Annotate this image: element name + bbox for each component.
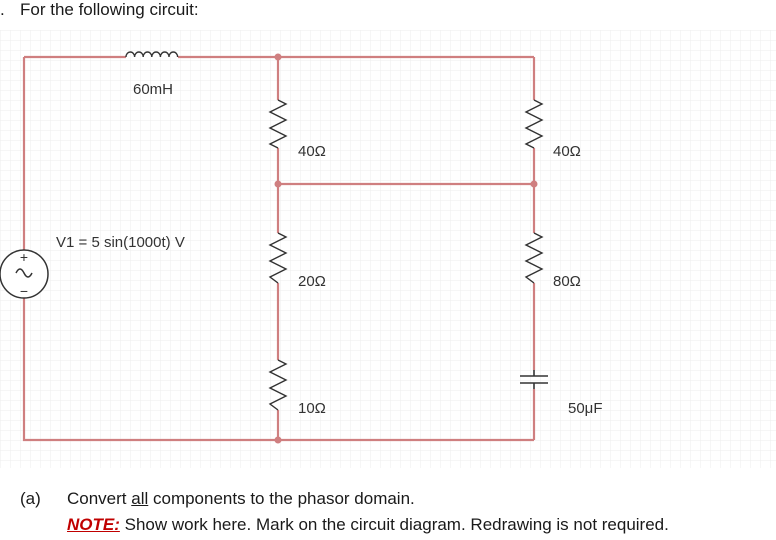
inductor-label: 60mH bbox=[133, 81, 173, 98]
resistor-bot-mid-symbol bbox=[268, 359, 288, 411]
source-plus-sign: + bbox=[20, 249, 28, 265]
resistor-mid-mid-label: 20Ω bbox=[298, 273, 326, 290]
resistor-top-right-symbol bbox=[524, 99, 544, 149]
nodes bbox=[274, 53, 538, 444]
capacitor-label: 50μF bbox=[568, 400, 603, 417]
question-line-1: Convert all components to the phasor dom… bbox=[67, 486, 415, 512]
resistor-top-right-label: 40Ω bbox=[553, 143, 581, 160]
question-letter: (a) bbox=[20, 489, 41, 508]
note-label: NOTE: bbox=[67, 515, 120, 534]
node-mid-right bbox=[530, 180, 538, 188]
inductor-symbol bbox=[125, 51, 179, 58]
problem-number: . bbox=[0, 0, 5, 19]
source-minus-sign: − bbox=[20, 283, 28, 299]
source-label: V1 = 5 sin(1000t) V bbox=[56, 234, 185, 251]
resistor-mid-mid-symbol bbox=[268, 232, 288, 284]
grid-background bbox=[0, 30, 776, 468]
sine-wave-icon bbox=[15, 268, 33, 278]
question-text-underlined: all bbox=[131, 489, 149, 508]
resistor-top-mid-label: 40Ω bbox=[298, 143, 326, 160]
wires bbox=[22, 55, 536, 442]
ac-source-symbol: + − bbox=[0, 249, 49, 299]
node-bottom-mid bbox=[274, 436, 282, 444]
resistor-mid-right-symbol bbox=[524, 232, 544, 284]
question-text-pre: Convert bbox=[67, 489, 132, 508]
node-top-mid bbox=[274, 53, 282, 61]
problem-statement: For the following circuit: bbox=[20, 0, 199, 19]
resistor-top-mid-symbol bbox=[268, 99, 288, 149]
wire-bottom bbox=[22, 298, 534, 442]
resistor-mid-right-label: 80Ω bbox=[553, 273, 581, 290]
note-text: Show work here. Mark on the circuit diag… bbox=[119, 515, 669, 534]
node-mid-left bbox=[274, 180, 282, 188]
question-line-2: NOTE: Show work here. Mark on the circui… bbox=[67, 512, 669, 538]
question-text-post: components to the phasor domain. bbox=[148, 489, 415, 508]
resistor-bot-mid-label: 10Ω bbox=[298, 400, 326, 417]
capacitor-symbol bbox=[520, 370, 548, 389]
